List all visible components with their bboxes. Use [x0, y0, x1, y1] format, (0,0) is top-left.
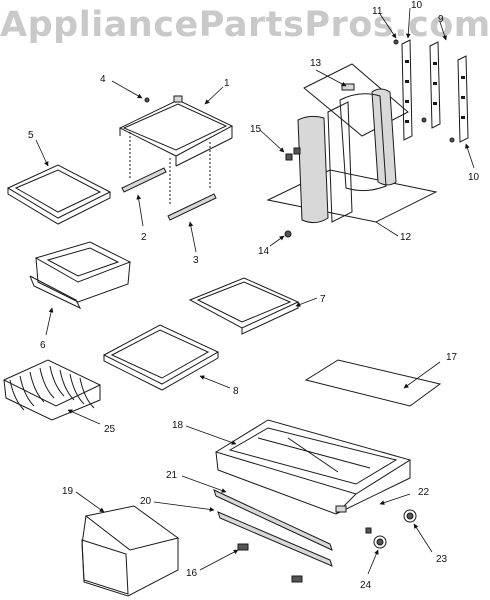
pan-frame-18: [214, 419, 412, 515]
callout-24: 24: [360, 580, 372, 591]
callout-21: 21: [166, 470, 178, 481]
drawer-19: [81, 505, 180, 597]
callout-8: 8: [233, 386, 239, 397]
callout-2: 2: [141, 232, 147, 243]
crisper-drawer-6: [29, 241, 132, 310]
cover-glass-17: [304, 359, 442, 407]
callout-16: 16: [186, 568, 198, 579]
callout-20: 20: [140, 496, 152, 507]
glass-shelf-5: [6, 164, 112, 225]
callout-6: 6: [40, 340, 46, 351]
shelf-frame: [118, 95, 234, 205]
callout-23: 23: [436, 554, 448, 565]
wire-shelf-7: [188, 277, 300, 335]
rails-cams: [213, 489, 417, 583]
duct-assembly: [266, 63, 438, 238]
callout-15: 15: [250, 124, 262, 135]
callout-22: 22: [418, 487, 430, 498]
callout-10-top: 10: [411, 0, 423, 11]
callout-25: 25: [104, 424, 116, 435]
callout-12: 12: [400, 232, 412, 243]
glass-shelf-8: [102, 324, 220, 391]
callout-14: 14: [258, 246, 270, 257]
callout-4: 4: [100, 74, 106, 85]
slide-rails: [121, 167, 217, 221]
callout-10-bottom: 10: [468, 172, 480, 183]
callout-3: 3: [193, 255, 199, 266]
wire-basket-25: [2, 359, 102, 421]
callout-7: 7: [320, 294, 326, 305]
callout-18: 18: [172, 420, 184, 431]
callout-9: 9: [438, 14, 444, 25]
callout-17: 17: [446, 352, 458, 363]
callout-13: 13: [310, 58, 322, 69]
callouts: 1 2 3 4 5 6 7 8 9 10 10 11 12 13 14 15 1…: [28, 0, 480, 591]
door-trims: [393, 39, 469, 143]
callout-11: 11: [372, 6, 383, 17]
callout-1: 1: [224, 78, 230, 89]
callout-5: 5: [28, 130, 34, 141]
callout-19: 19: [62, 486, 74, 497]
leader-lines: [35, 7, 475, 575]
